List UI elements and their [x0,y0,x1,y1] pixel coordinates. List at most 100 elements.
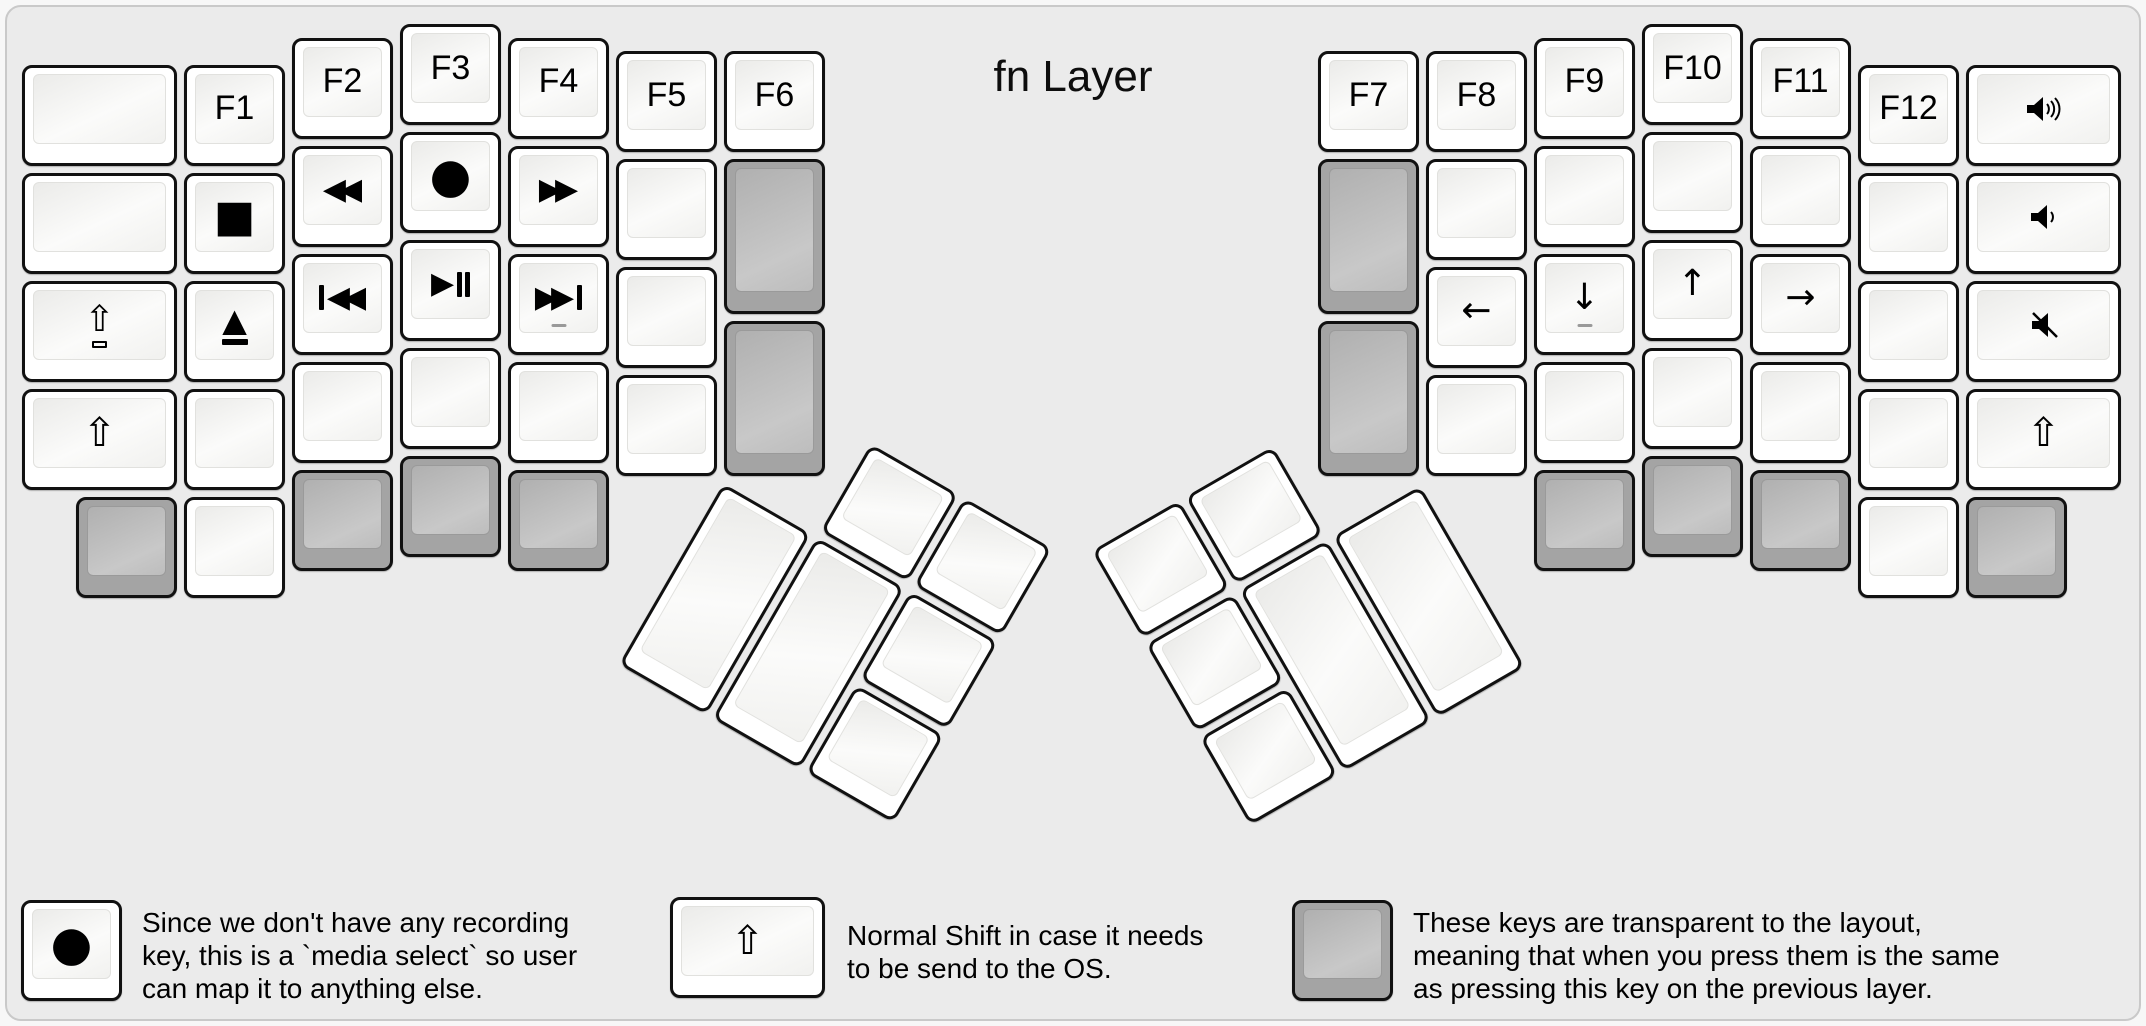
key-cap [1977,181,2110,252]
key-cap: F12 [1869,73,1948,144]
key-transparent [400,456,501,557]
key-cap: F5 [627,60,706,130]
key-cap: F4 [519,46,598,117]
key-cap: ▶▶ [519,262,598,333]
volume-down-icon [2030,204,2054,229]
key-blank [184,388,285,490]
arrow-left-icon: ← [1461,290,1492,331]
key-cap: F9 [1545,46,1624,117]
key-cap: → [1761,262,1840,333]
key-label: F5 [646,75,687,114]
key-cap [411,357,490,427]
key-cap [519,370,598,441]
key-cap: F7 [1329,60,1408,130]
key-blank [1642,132,1743,233]
key-eject: ▲ [184,280,285,382]
key-blank [508,361,609,463]
key-blank [400,348,501,449]
key-cap [1761,154,1840,225]
key-record: ● [400,132,501,233]
key-cap [627,168,706,238]
key-cap [1653,357,1732,427]
play-pause-icon: ▶ [431,269,471,299]
key-f5: F5 [616,51,717,152]
key-blank [1426,375,1527,476]
key-arrow-left: ← [1426,267,1527,368]
key-label: F8 [1456,75,1497,114]
stop-icon: ■ [213,190,256,242]
key-shift: ⇧ [22,388,177,490]
key-transparent [1318,159,1419,314]
key-cap [195,397,274,468]
layer-title: fn Layer [993,52,1153,101]
key-cap: ■ [195,181,274,252]
homing-bar [551,323,566,327]
key-cap [1437,384,1516,454]
key-arrow-up: ↑ [1642,240,1743,341]
key-stop: ■ [184,172,285,274]
key-shift: ⇧ [1966,388,2121,490]
key-transparent [1534,469,1635,571]
key-cap [411,465,490,535]
key-cap: F8 [1437,60,1516,130]
key-label: F7 [1348,75,1389,114]
key-cap [33,73,166,144]
key-f8: F8 [1426,51,1527,152]
mute-icon [2031,311,2058,338]
key-cap: ● [32,909,111,979]
key-cap: ⇧ [33,289,166,360]
legend-text-line: to be send to the OS. [847,953,1112,984]
key-blank [1534,145,1635,247]
legend-text-line: These keys are transparent to the layout… [1413,907,1922,938]
prev-track-icon: ◀◀ [318,282,366,313]
key-cap [1545,478,1624,549]
key-transparent [724,159,825,314]
key-cap [1329,168,1408,292]
key-cap: F1 [195,73,274,144]
key-cap: ◀◀ [303,154,382,225]
shift-icon: ⇧ [82,409,117,456]
key-f1: F1 [184,64,285,166]
legend-text-line: key, this is a `media select` so user [142,940,578,971]
key-f4: F4 [508,37,609,139]
key-label: F4 [538,62,579,100]
legend-text-line: as pressing this key on the previous lay… [1413,973,1933,1004]
key-cap [1761,478,1840,549]
key-blank [616,375,717,476]
shift-icon: ⇧ [730,918,765,964]
legend-text: These keys are transparent to the layout… [1413,906,2000,1005]
legend-text-line: Since we don't have any recording [142,907,570,938]
key-cap: ⇧ [33,397,166,468]
key-cap [33,181,166,252]
key-label: F1 [214,89,255,127]
key-cap: ◀◀ [303,262,382,333]
key-blank [292,361,393,463]
shift-icon: ⇧ [2026,409,2061,456]
key-transparent [508,469,609,571]
key-cap [627,384,706,454]
key-cap: F10 [1653,33,1732,103]
key-transparent [724,321,825,476]
key-blank [1858,388,1959,490]
caps-shift-icon: ⇧ [84,301,115,348]
key-cap [1869,505,1948,576]
key-cap [519,478,598,549]
key-blank [1858,172,1959,274]
key-label: F12 [1879,89,1938,127]
arrow-up-icon: ↑ [1677,263,1708,304]
key-transparent [76,496,177,598]
key-arrow-down: ↓ [1534,253,1635,355]
key-cap [1977,73,2110,144]
key-play-pause: ▶ [400,240,501,341]
key-label: F11 [1772,62,1829,100]
key-f6: F6 [724,51,825,152]
key-volume-down [1966,172,2121,274]
key-cap: F3 [411,33,490,103]
rewind-icon: ◀◀ [322,171,362,207]
key-blank [1642,348,1743,449]
key-transparent [1642,456,1743,557]
legend-sample-key-shift: ⇧ [670,897,825,998]
key-blank [616,267,717,368]
key-arrow-right: → [1750,253,1851,355]
